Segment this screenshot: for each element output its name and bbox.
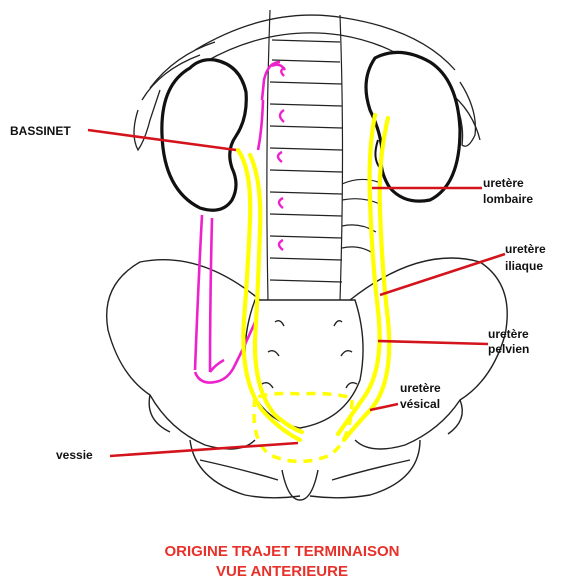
vertebral-column (267, 10, 380, 300)
label-vesical-1: uretère (400, 381, 441, 395)
label-bassinet: BASSINET (10, 124, 71, 138)
ureters (238, 115, 389, 440)
label-iliaque-1: uretère (505, 242, 546, 256)
label-vessie: vessie (56, 448, 93, 462)
label-pelvien-1: uretère (488, 327, 529, 341)
label-iliaque-2: iliaque (505, 259, 543, 273)
pelvis (107, 258, 508, 500)
right-kidney (162, 60, 246, 211)
label-lombaire-1: uretère (483, 176, 524, 190)
kidneys (162, 52, 460, 210)
spine-markers (278, 68, 285, 250)
caption-line-2: VUE ANTERIEURE (216, 563, 348, 580)
label-lombaire-2: lombaire (483, 192, 533, 206)
label-vesical-2: vésical (400, 397, 440, 411)
caption-line-1: ORIGINE TRAJET TERMINAISON (164, 543, 399, 560)
label-pelvien-2: pelvien (488, 342, 529, 356)
